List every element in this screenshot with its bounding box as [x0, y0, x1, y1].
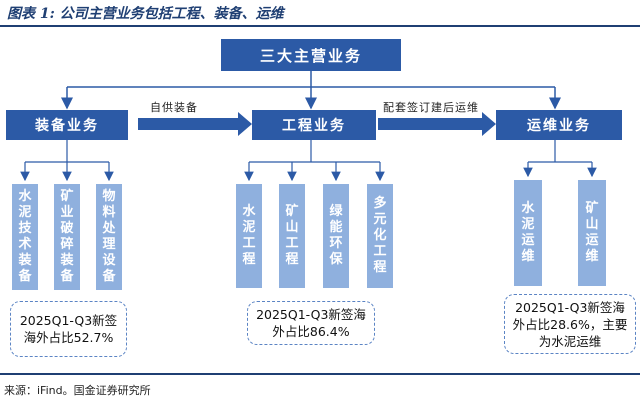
equipment-item-label: 矿业破碎装备 [60, 189, 74, 284]
om-item-label: 矿山运维 [585, 201, 599, 264]
equipment-item: 矿业破碎装备 [54, 184, 80, 290]
arrow-supply [138, 112, 252, 136]
engineering-item: 多元化工程 [367, 184, 393, 288]
arrow-label-supply: 自供装备 [150, 101, 198, 114]
equipment-business-box: 装备业务 [6, 110, 128, 140]
engineering-item-label: 矿山工程 [285, 204, 299, 267]
engineering-business-box: 工程业务 [252, 110, 376, 140]
equipment-item: 物料处理设备 [96, 184, 122, 290]
arrow-label-support: 配套签订建后运维 [383, 101, 479, 114]
equipment-note: 2025Q1-Q3新签海外占比52.7% [10, 301, 127, 357]
engineering-item-label: 多元化工程 [373, 196, 387, 275]
engineering-item: 水泥工程 [236, 184, 262, 288]
om-item-label: 水泥运维 [521, 201, 535, 264]
figure-caption: 图表 1: 公司主营业务包括工程、装备、运维 [7, 6, 284, 22]
arrow-support [378, 112, 496, 136]
om-note: 2025Q1-Q3新签海外占比28.6%，主要为水泥运维 [504, 294, 636, 354]
engineering-item-label: 水泥工程 [242, 204, 256, 267]
top-rule [0, 25, 640, 27]
main-business-box: 三大主营业务 [221, 39, 401, 71]
equipment-item-label: 水泥技术装备 [18, 189, 32, 284]
equipment-item-label: 物料处理设备 [102, 189, 116, 284]
bottom-rule [0, 373, 640, 375]
om-item: 水泥运维 [514, 180, 542, 286]
engineering-item: 矿山工程 [279, 184, 305, 288]
om-business-box: 运维业务 [496, 110, 622, 140]
equipment-item: 水泥技术装备 [12, 184, 38, 290]
engineering-item: 绿能环保 [323, 184, 349, 288]
engineering-note: 2025Q1-Q3新签海外占比86.4% [247, 301, 375, 345]
om-item: 矿山运维 [578, 180, 606, 286]
source-note: 来源：iFind。国金证券研究所 [4, 384, 151, 397]
engineering-item-label: 绿能环保 [329, 204, 343, 267]
